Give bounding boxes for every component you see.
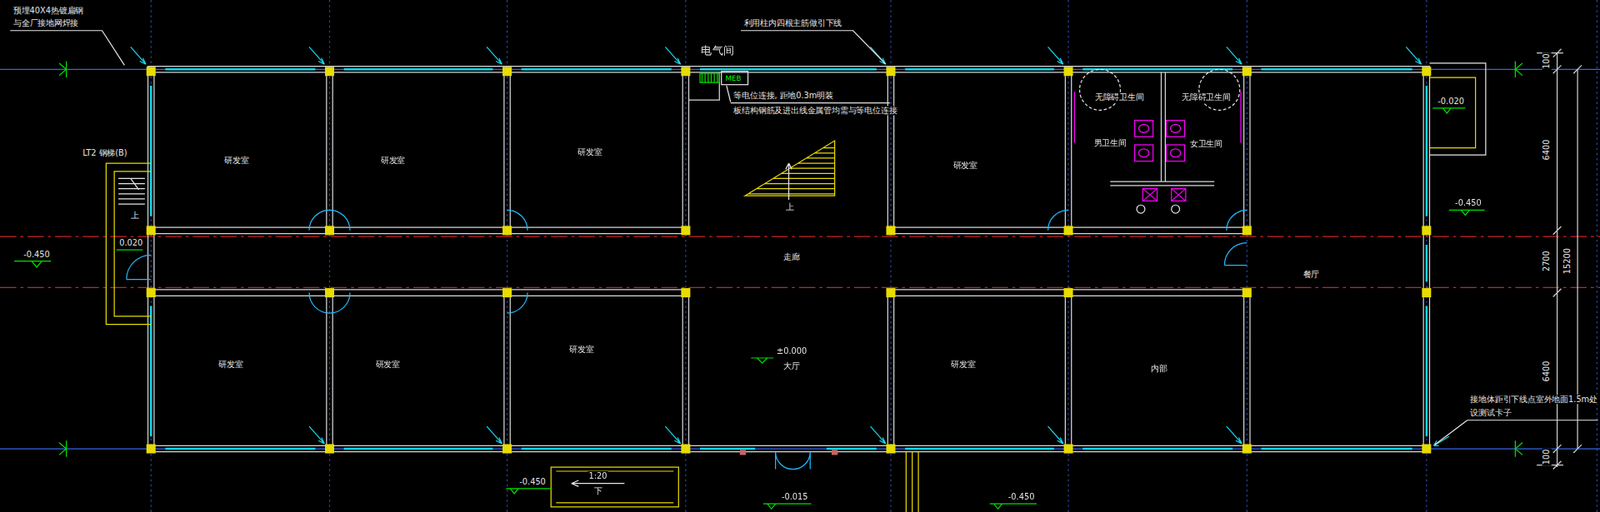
turning-circles	[1080, 69, 1240, 110]
stair-steps	[118, 178, 145, 205]
annotation: 0.020	[118, 239, 144, 249]
entrance-steps	[550, 467, 679, 508]
room-label: 研发室	[216, 360, 245, 372]
dimension-lines	[1536, 49, 1582, 470]
annotation: 利用柱内四根主筋做引下线	[742, 18, 843, 28]
room-label: 研发室	[567, 344, 596, 356]
room-name: ±0.000	[775, 346, 809, 356]
meb-box	[721, 71, 749, 85]
room-name: 走廊	[782, 253, 801, 263]
ramp	[1430, 77, 1476, 149]
down-conductor-marks	[130, 46, 1450, 446]
annotation: LT2 钢梯(B)	[81, 149, 129, 159]
room-label: 研发室	[575, 147, 605, 160]
annotation: 上	[130, 211, 140, 221]
room-name: 餐厅	[1301, 270, 1320, 280]
room-label: 研发室	[950, 160, 980, 173]
electric-hatch	[700, 73, 720, 83]
dimension-text: 6400	[1542, 360, 1552, 383]
doors	[126, 210, 1247, 470]
room-label: 内部	[1149, 364, 1170, 376]
room-label: 研发室	[222, 155, 251, 168]
room-label: 无障碍卫生间	[1092, 92, 1146, 105]
room-label: 研发室	[378, 155, 407, 168]
room-label: 研发室	[373, 360, 402, 372]
room-label: 研发室	[949, 360, 978, 372]
ramp-outline	[1430, 63, 1486, 155]
dimension-text: 100	[1542, 448, 1552, 466]
room-name: 女卫生间	[1189, 140, 1225, 150]
entrance-marks	[740, 450, 839, 455]
room-name: 研发室	[374, 360, 401, 370]
dimension-text: 15200	[1562, 247, 1572, 276]
dimension-text: 100	[1542, 52, 1552, 70]
columns	[146, 66, 1432, 454]
annotation: 电气间	[700, 45, 736, 58]
annotation: -0.020	[1436, 96, 1465, 106]
annotation: 等电位连接, 距地0.3m明装	[732, 90, 835, 100]
annotation: MEB	[724, 74, 742, 83]
room-name: 研发室	[568, 345, 595, 355]
room-name: 研发室	[951, 161, 979, 171]
room-label: 餐厅	[1300, 270, 1321, 282]
room-name: 研发室	[217, 360, 245, 370]
annotation: 接地体距引下线点室外地面1.5m处	[1469, 395, 1599, 405]
annotation: 下	[592, 486, 603, 496]
room-name: 大厅	[775, 362, 809, 372]
slope-arrow	[571, 480, 625, 487]
room-name: 无障碍卫生间	[1180, 93, 1232, 103]
level-marks	[14, 108, 1485, 510]
room-name: 内部	[1150, 365, 1169, 375]
annotation: 与全厂接地网焊接	[12, 18, 80, 28]
restroom-fixtures	[1074, 91, 1241, 201]
room-name: 研发室	[950, 360, 977, 370]
dimension-text: 2700	[1542, 250, 1552, 273]
annotation: -0.450	[22, 250, 51, 260]
room-label: 走廊	[781, 252, 802, 265]
annotation: 板结构钢筋及进出线金属管均需与等电位连接	[732, 105, 898, 115]
annotation: 设测试卡子	[1469, 408, 1512, 418]
annotation: -0.450	[518, 477, 547, 487]
room-label: ±0.000 大厅	[775, 345, 810, 373]
room-label: 无障碍卫生间	[1180, 92, 1234, 105]
leader-lines	[10, 30, 1598, 445]
annotation: 1:20	[587, 471, 608, 481]
canopy-lines	[905, 452, 919, 512]
room-name: 研发室	[576, 148, 604, 158]
room-label: 女卫生间	[1187, 139, 1225, 151]
floor-drains	[1136, 205, 1180, 214]
steel-stair	[105, 163, 151, 325]
dimension-text: 6400	[1542, 138, 1552, 161]
axis-grid	[150, 0, 1597, 512]
stair-arrow	[785, 163, 792, 200]
axis-line	[0, 69, 1600, 450]
room-name: 研发室	[380, 156, 407, 166]
annotation: 上	[785, 203, 795, 213]
annotation: 预埋40X4热镀扁钢	[12, 5, 85, 15]
walls	[148, 66, 1430, 453]
windows	[150, 69, 1427, 450]
annotation: -0.015	[780, 493, 810, 503]
room-name: 男卫生间	[1092, 139, 1128, 149]
room-name: 无障碍卫生间	[1094, 93, 1145, 103]
room-label: 男卫生间	[1091, 138, 1129, 150]
center-line	[0, 236, 1600, 288]
stair	[745, 140, 835, 196]
room-name: 研发室	[223, 156, 250, 166]
annotation: -0.450	[1454, 199, 1483, 209]
annotation: -0.450	[1007, 493, 1036, 503]
axis-marks	[59, 61, 1523, 458]
